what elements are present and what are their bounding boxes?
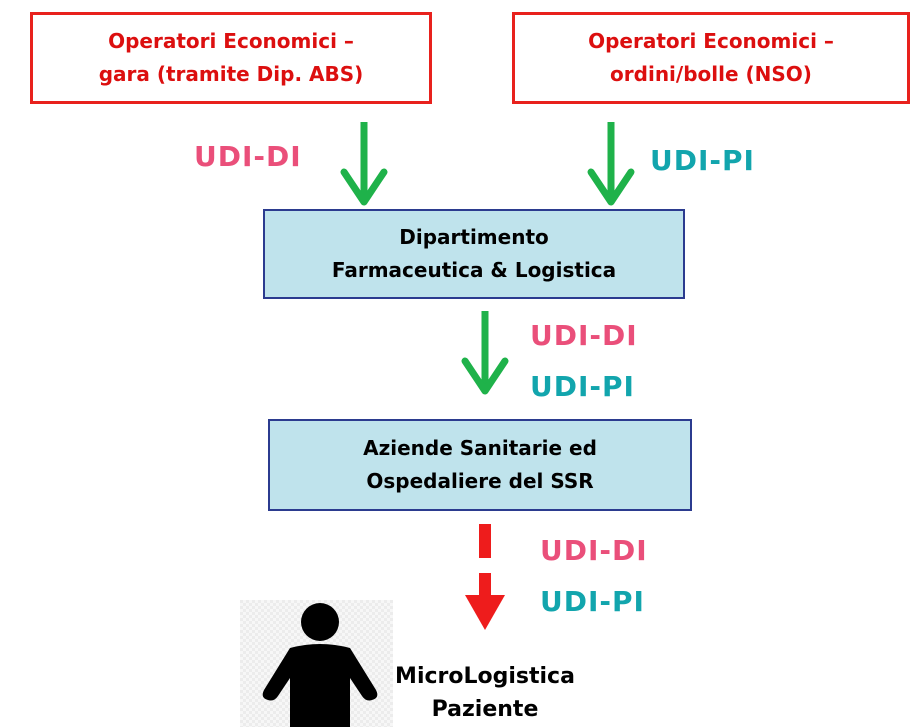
- supplier-orders-box: Operatori Economici – ordini/bolle (NSO): [512, 12, 910, 104]
- udi-di-label-3: UDI-DI: [540, 534, 648, 567]
- patient-line1: MicroLogistica: [395, 664, 575, 689]
- health-agencies-box: Aziende Sanitarie ed Ospedaliere del SSR: [268, 419, 692, 511]
- health-agencies-line1: Aziende Sanitarie ed: [363, 436, 597, 460]
- arrow-agencies-to-patient: [465, 524, 505, 630]
- supplier-tender-line1: Operatori Economici –: [108, 29, 354, 53]
- arrow-tender-to-department: [340, 122, 388, 206]
- supplier-orders-line2: ordini/bolle (NSO): [610, 62, 812, 86]
- pharma-department-line1: Dipartimento: [399, 225, 549, 249]
- udi-di-label-2: UDI-DI: [530, 319, 638, 352]
- supplier-tender-line2: gara (tramite Dip. ABS): [98, 62, 364, 86]
- pharma-department-box: Dipartimento Farmaceutica & Logistica: [263, 209, 685, 299]
- arrow-department-to-agencies: [461, 311, 509, 395]
- patient-line2: Paziente: [431, 697, 539, 722]
- person-icon: [262, 603, 378, 727]
- udi-pi-label-1: UDI-PI: [650, 144, 755, 177]
- health-agencies-line2: Ospedaliere del SSR: [366, 469, 594, 493]
- supplier-orders-line1: Operatori Economici –: [588, 29, 834, 53]
- supplier-tender-box: Operatori Economici – gara (tramite Dip.…: [30, 12, 432, 104]
- udi-di-label-1: UDI-DI: [194, 140, 302, 173]
- arrow-orders-to-department: [587, 122, 635, 206]
- udi-pi-label-3: UDI-PI: [540, 585, 645, 618]
- udi-pi-label-2: UDI-PI: [530, 370, 635, 403]
- patient-label: MicroLogistica Paziente: [355, 660, 615, 726]
- pharma-department-line2: Farmaceutica & Logistica: [331, 258, 617, 282]
